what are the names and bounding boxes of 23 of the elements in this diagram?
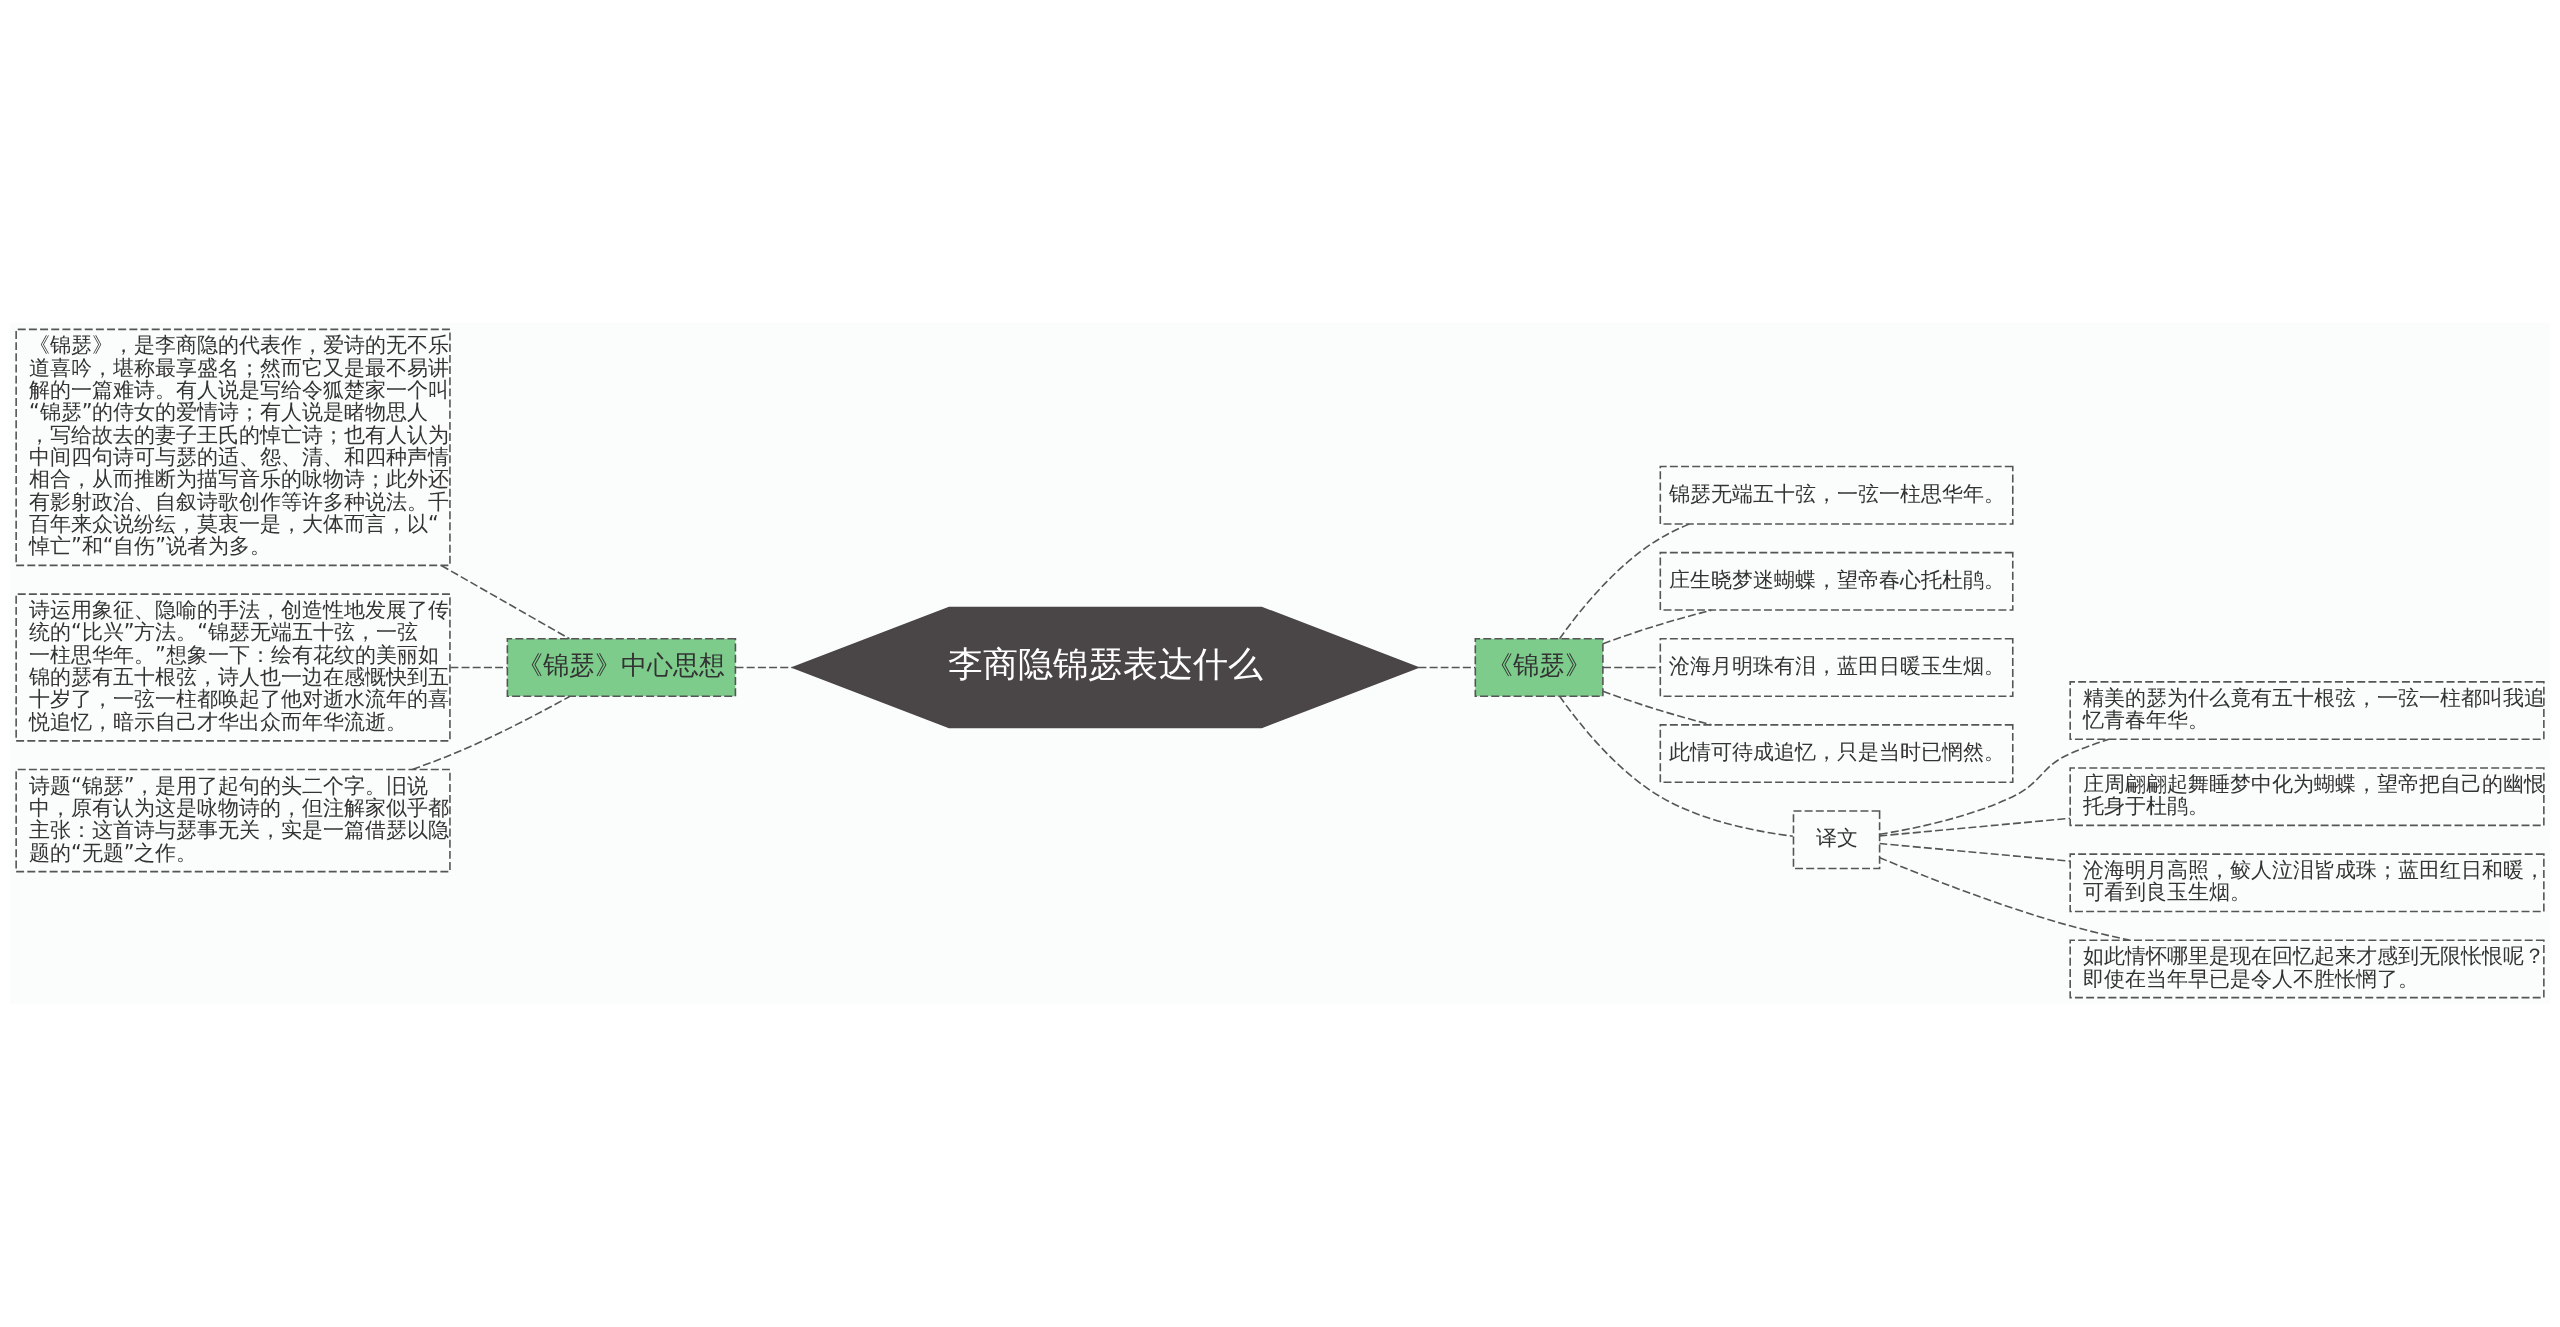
node-box: 译文 — [1792, 810, 1881, 870]
node-box: 《锦瑟》，是李商隐的代表作，爱诗的无不乐道喜吟，堪称最享盛名；然而它又是最不易讲解的一篇难诗。有人说是写给令狐楚家一个叫“锦瑟”的侍女的爱情诗；有人说是睹物思人，写给故去的妻子王氏的悼亡诗；也有人认为中间四句诗可与瑟的适、怨、清、和四种声情相合，从而推断为描写音乐的咏物诗；此外还有影射政治、自叙诗歌创作等许多种说法。千百年来众说纷纭，莫衷一是，大体而言，以“悼亡”和“自伤”说者为多。 — [15, 328, 451, 567]
node-box: 此情可待成追忆，只是当时已惘然。 — [1659, 724, 2014, 784]
connector — [1602, 666, 1661, 669]
connector — [734, 666, 794, 669]
node-box: 锦瑟无端五十弦，一弦一柱思华年。 — [1659, 465, 2014, 525]
connector — [1878, 842, 2071, 862]
connector — [449, 666, 509, 669]
node-box: 精美的瑟为什么竟有五十根弦，一弦一柱都叫我追忆青春年华。 — [2069, 681, 2545, 741]
node-box: 《锦瑟》 — [1474, 638, 1604, 697]
connector — [1558, 695, 1794, 837]
node-box: 诗运用象征、隐喻的手法，创造性地发展了传统的“比兴”方法。“锦瑟无端五十弦，一弦一柱思华年。”想象一下：绘有花纹的美丽如锦的瑟有五十根弦，诗人也一边在感慨快到五十岁了，一弦一柱都唤起了他对逝水流年的喜悦追忆，暗示自己才华出众而年华流逝。 — [15, 593, 451, 742]
node-box: 庄周翩翩起舞睡梦中化为蝴蝶，望帝把自己的幽恨托身于杜鹃。 — [2069, 767, 2545, 827]
node-box: 如此情怀哪里是现在回忆起来才感到无限怅恨呢？即使在当年早已是令人不胜怅惘了。 — [2069, 939, 2545, 999]
node-box: 沧海明月高照，鲛人泣泪皆成珠；蓝田红日和暖，可看到良玉生烟。 — [2069, 853, 2545, 913]
connector — [440, 564, 571, 640]
node-box: 庄生晓梦迷蝴蝶，望帝春心托杜鹃。 — [1659, 551, 2014, 611]
node-box: 诗题“锦瑟”，是用了起句的头二个字。旧说中，原有认为这是咏物诗的，但注解家似乎都主张：这首诗与瑟事无关，实是一篇借瑟以隐题的“无题”之作。 — [15, 768, 451, 873]
node-box: 《锦瑟》中心思想 — [506, 638, 737, 697]
connector — [1878, 817, 2071, 837]
node-box: 沧海月明珠有泪，蓝田日暖玉生烟。 — [1659, 638, 2014, 697]
connector — [1417, 666, 1476, 669]
connector — [1879, 738, 2110, 836]
